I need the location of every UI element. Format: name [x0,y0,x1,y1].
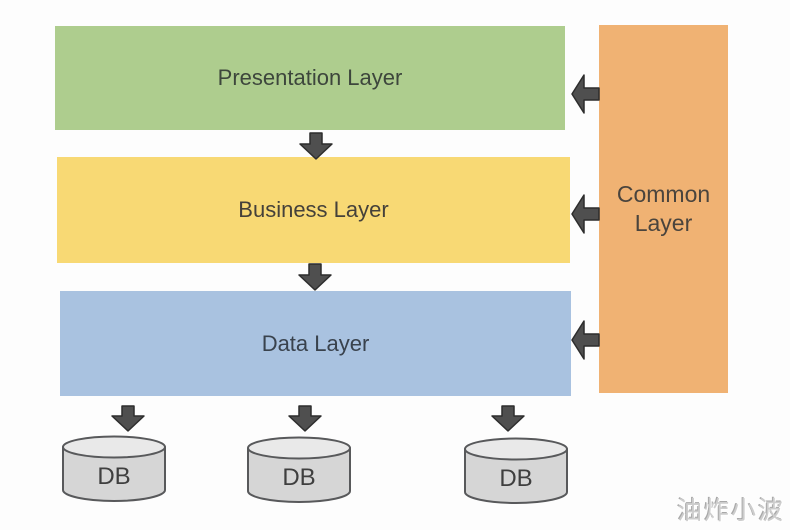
arrow-left-icon [571,194,600,234]
arrow-down-icon [491,405,525,432]
database-cylinder: DB [463,437,569,505]
arrow-down-icon [288,405,322,432]
data-layer-box: Data Layer [60,291,571,396]
common-layer-label: Common Layer [616,181,711,236]
presentation-layer-label: Presentation Layer [217,65,403,90]
common-layer-box: Common Layer [599,25,728,393]
database-icon [464,437,568,504]
watermark-text: 油炸小波 [676,497,785,525]
arrow-left-icon [571,320,600,360]
database-label: DB [97,463,131,490]
data-layer-label: Data Layer [261,330,370,356]
presentation-layer-box: Presentation Layer [55,26,565,130]
database-cylinder: DB [61,435,167,503]
database-label: DB [499,465,533,492]
business-layer-label: Business Layer [238,197,389,222]
arrow-down-icon [111,405,145,432]
business-layer-box: Business Layer [57,157,570,263]
database-cylinder: DB [246,436,352,504]
arrow-down-icon [299,132,333,160]
database-icon [247,436,351,503]
database-icon [62,435,166,502]
database-label: DB [282,464,316,491]
arrow-down-icon [298,263,332,291]
arrow-left-icon [571,74,600,114]
